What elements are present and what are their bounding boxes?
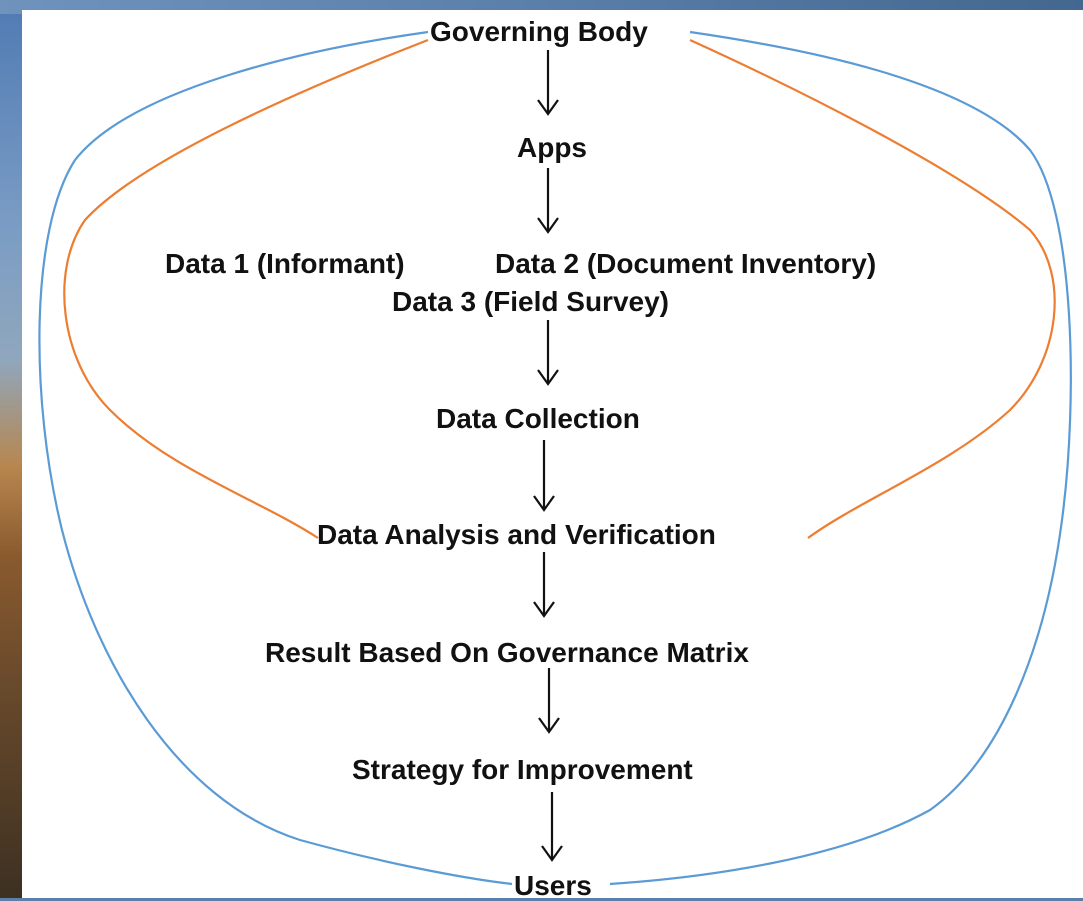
node-data1: Data 1 (Informant) bbox=[165, 248, 405, 279]
node-strategy: Strategy for Improvement bbox=[352, 754, 693, 785]
arrow-collection-to-analysis bbox=[533, 440, 555, 512]
node-data3: Data 3 (Field Survey) bbox=[392, 286, 669, 317]
arrow-analysis-to-result bbox=[533, 552, 555, 618]
arrow-data-to-collection bbox=[537, 320, 559, 386]
outer-feedback-loop-right bbox=[609, 30, 1072, 886]
inner-feedback-loop-left bbox=[63, 38, 429, 539]
node-apps: Apps bbox=[517, 132, 587, 163]
arrow-result-to-strategy bbox=[538, 668, 560, 734]
node-result: Result Based On Governance Matrix bbox=[265, 637, 749, 668]
arrow-governing-to-apps bbox=[537, 50, 559, 116]
node-data2: Data 2 (Document Inventory) bbox=[495, 248, 877, 279]
node-data-analysis: Data Analysis and Verification bbox=[317, 519, 716, 550]
node-data-collection: Data Collection bbox=[436, 403, 640, 434]
arrow-apps-to-data bbox=[537, 168, 559, 234]
inner-feedback-loop-right bbox=[689, 38, 1056, 539]
diagram-panel bbox=[22, 10, 1083, 898]
node-governing-body: Governing Body bbox=[430, 16, 648, 47]
arrow-strategy-to-users bbox=[541, 792, 563, 862]
node-users: Users bbox=[514, 870, 592, 901]
outer-feedback-loop-left bbox=[38, 30, 513, 886]
